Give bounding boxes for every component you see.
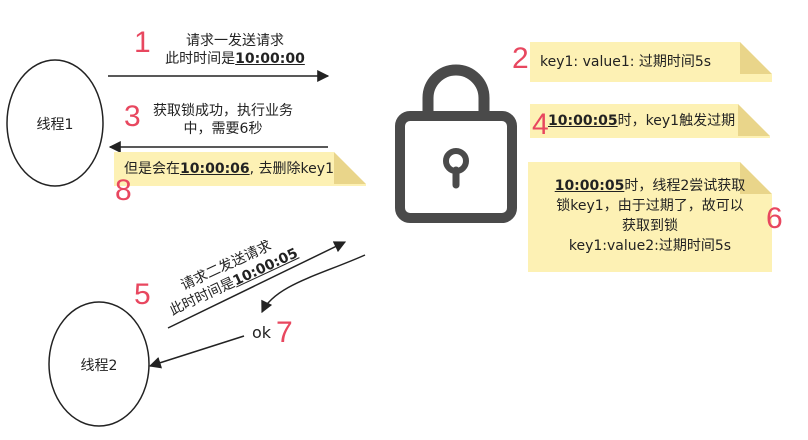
thread2-acquire-line1-suffix: 时，线程2尝试获取 <box>624 178 746 194</box>
thread2-acquire-line2: 锁key1，由于过期了，故可以 <box>556 198 744 214</box>
thread2-acquire-line1: 10:00:05时，线程2尝试获取 <box>528 176 772 196</box>
thread2-acquire-line3: 获取到锁 <box>622 218 678 234</box>
padlock-icon <box>395 64 517 223</box>
step-number-1: 1 <box>134 26 151 59</box>
step-number-8: 8 <box>115 174 132 207</box>
ok-label: ok <box>252 323 272 342</box>
thread1-ellipse <box>6 59 104 187</box>
thread2-acquire-line4: key1:value2:过期时间5s <box>568 238 732 254</box>
step-number-4: 4 <box>532 108 549 141</box>
arrow-ok-curve <box>261 254 366 314</box>
lock-acquired-text: 获取锁成功，执行业务 中，需要6秒 <box>148 102 298 138</box>
delete-key1-time: 10:00:06 <box>180 161 250 177</box>
thread1-label: 线程1 <box>36 117 74 133</box>
request-one-time: 10:00:00 <box>235 51 305 67</box>
step-number-2: 2 <box>512 42 529 75</box>
step-number-6: 6 <box>766 202 783 235</box>
note-thread2-acquire: 10:00:05时，线程2尝试获取 锁key1，由于过期了，故可以 获取到锁 k… <box>528 162 772 272</box>
step-number-7: 7 <box>276 316 293 349</box>
note-fold <box>738 104 770 136</box>
delete-key1-text: 但是会在10:00:06, 去删除key1 <box>124 159 334 179</box>
thread2-acquire-text: 10:00:05时，线程2尝试获取 锁key1，由于过期了，故可以 获取到锁 k… <box>528 176 772 256</box>
request-one-text: 请求一发送请求 此时时间是10:00:00 <box>160 32 310 68</box>
request-one-line2: 此时时间是10:00:00 <box>160 50 310 68</box>
key1-expire-suffix: 时，key1触发过期 <box>617 113 736 129</box>
request-one-time-prefix: 此时时间是 <box>165 51 236 67</box>
note-key1-expire: 10:00:05时，key1触发过期 <box>530 104 770 138</box>
arrow-ok-to-thread2 <box>148 335 245 369</box>
lock-acquired-line2: 中，需要6秒 <box>183 121 263 137</box>
step-number-5: 5 <box>134 278 151 311</box>
request-one-line1: 请求一发送请求 <box>186 33 284 49</box>
note-fold <box>740 42 772 74</box>
note-delete-key1: 但是会在10:00:06, 去删除key1 <box>114 152 366 186</box>
key1-expire-time: 10:00:05 <box>548 113 618 129</box>
step-number-3: 3 <box>124 100 141 133</box>
key1-value1-text: key1: value1: 过期时间5s <box>540 54 712 70</box>
key1-expire-text: 10:00:05时，key1触发过期 <box>548 111 735 131</box>
delete-key1-prefix: 但是会在 <box>124 161 180 177</box>
thread2-acquire-time: 10:00:05 <box>554 178 625 194</box>
note-fold <box>334 152 366 184</box>
note-fold <box>740 162 772 194</box>
note-key1-value1: key1: value1: 过期时间5s <box>530 42 772 82</box>
delete-key1-suffix: , 去删除key1 <box>249 161 334 177</box>
thread2-label: 线程2 <box>80 358 118 374</box>
arrow-request-two <box>167 241 347 329</box>
lock-acquired-line1: 获取锁成功，执行业务 <box>153 103 293 119</box>
